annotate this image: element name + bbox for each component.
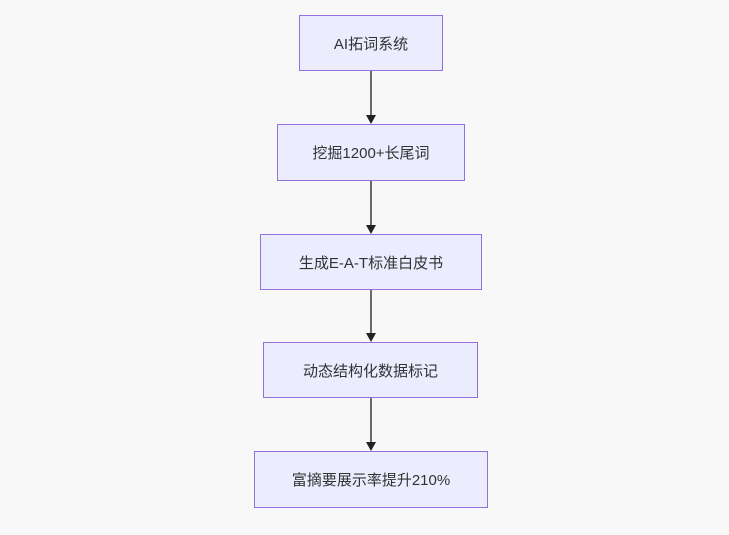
arrow-line <box>370 181 372 226</box>
arrow-line <box>370 398 372 443</box>
flow-node-step-2: 挖掘1200+长尾词 <box>277 124 465 181</box>
arrow-line <box>370 71 372 116</box>
flow-node-step-1: AI拓词系统 <box>299 15 443 71</box>
arrow-down-icon <box>366 333 376 342</box>
arrow-down-icon <box>366 115 376 124</box>
flow-node-label: 富摘要展示率提升210% <box>291 472 451 489</box>
flow-node-label: 生成E-A-T标准白皮书 <box>298 254 444 272</box>
flow-node-label: 挖掘1200+长尾词 <box>312 145 430 162</box>
flow-node-step-3: 生成E-A-T标准白皮书 <box>260 234 482 290</box>
flow-node-label: AI拓词系统 <box>333 35 409 53</box>
arrow-line <box>370 290 372 334</box>
flow-node-label: 动态结构化数据标记 <box>302 362 438 380</box>
arrow-down-icon <box>366 442 376 451</box>
arrow-down-icon <box>366 225 376 234</box>
flow-node-step-4: 动态结构化数据标记 <box>263 342 478 398</box>
flow-node-step-5: 富摘要展示率提升210% <box>254 451 488 508</box>
